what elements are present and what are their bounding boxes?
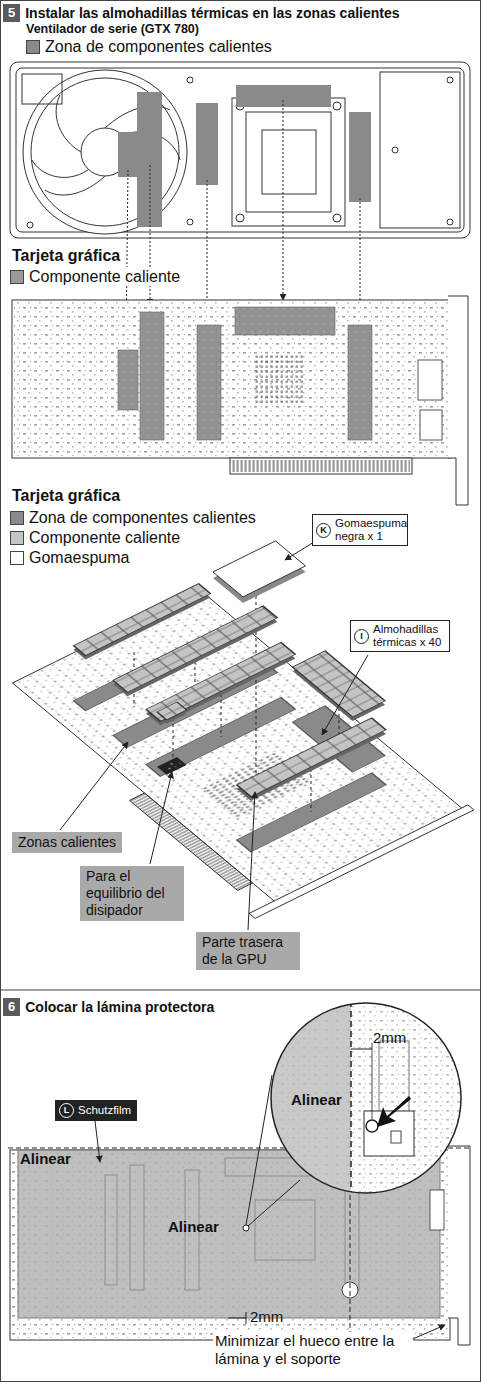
- align-note: Alinear: [168, 1218, 219, 1236]
- legend-swatch: [10, 511, 24, 525]
- part-name: Gomaespuma negra x 1: [335, 517, 407, 543]
- note-text: Parte trasera de la GPU: [202, 934, 283, 967]
- callout-box: K Gomaespuma negra x 1: [312, 514, 408, 546]
- step-title: Colocar la lámina protectora: [25, 998, 214, 1016]
- section-label: Tarjeta gráfica: [10, 247, 122, 265]
- instruction-note: Minimizar el hueco entre la lámina y el …: [213, 1332, 413, 1368]
- note-text: Zonas calientes: [18, 834, 116, 850]
- callout-letter: K: [316, 523, 331, 538]
- legend-text: Componente caliente: [29, 528, 180, 547]
- note-box: Para el equilibrio del disipador: [80, 866, 184, 921]
- legend-row: Zona de componentes calientes: [10, 508, 259, 527]
- legend-swatch: [10, 551, 24, 565]
- part-name: Almohadillas térmicas x 40: [373, 623, 444, 649]
- legend-row: Zona de componentes calientes: [26, 37, 275, 56]
- step-header: 6 Colocar la lámina protectora: [3, 998, 214, 1016]
- legend-row: Gomaespuma: [10, 548, 133, 567]
- legend-text: Componente caliente: [29, 267, 180, 286]
- callout-letter: I: [354, 629, 369, 644]
- dimension: 2mm: [373, 1029, 406, 1046]
- legend-swatch: [10, 531, 24, 545]
- section-label: Tarjeta gráfica: [10, 487, 122, 505]
- dimension: 2mm: [250, 1308, 283, 1326]
- callout-letter: L: [59, 1103, 74, 1118]
- align-note: Alinear: [291, 1091, 342, 1108]
- align-note: Alinear: [20, 1150, 71, 1168]
- legend-row: Componente caliente: [10, 528, 183, 547]
- callout-box: I Almohadillas térmicas x 40: [350, 620, 450, 652]
- legend-text: Zona de componentes calientes: [45, 37, 272, 56]
- callout-box: L Schutzfilm: [55, 1100, 137, 1121]
- legend-text: Gomaespuma: [29, 548, 130, 567]
- part-name: Schutzfilm: [78, 1104, 131, 1117]
- zoom-circle: 2mmAlinear: [269, 1001, 463, 1195]
- subtitle: Ventilador de serie (GTX 780): [24, 20, 201, 38]
- note-text: Para el equilibrio del disipador: [86, 868, 165, 918]
- step-number: 6: [3, 998, 20, 1016]
- legend-text: Zona de componentes calientes: [29, 508, 256, 527]
- note-box: Parte trasera de la GPU: [196, 932, 300, 970]
- legend-swatch: [10, 270, 24, 284]
- step-number: 5: [3, 4, 20, 22]
- legend-row: Componente caliente: [10, 267, 183, 286]
- legend-swatch: [26, 40, 40, 54]
- note-box: Zonas calientes: [12, 832, 122, 853]
